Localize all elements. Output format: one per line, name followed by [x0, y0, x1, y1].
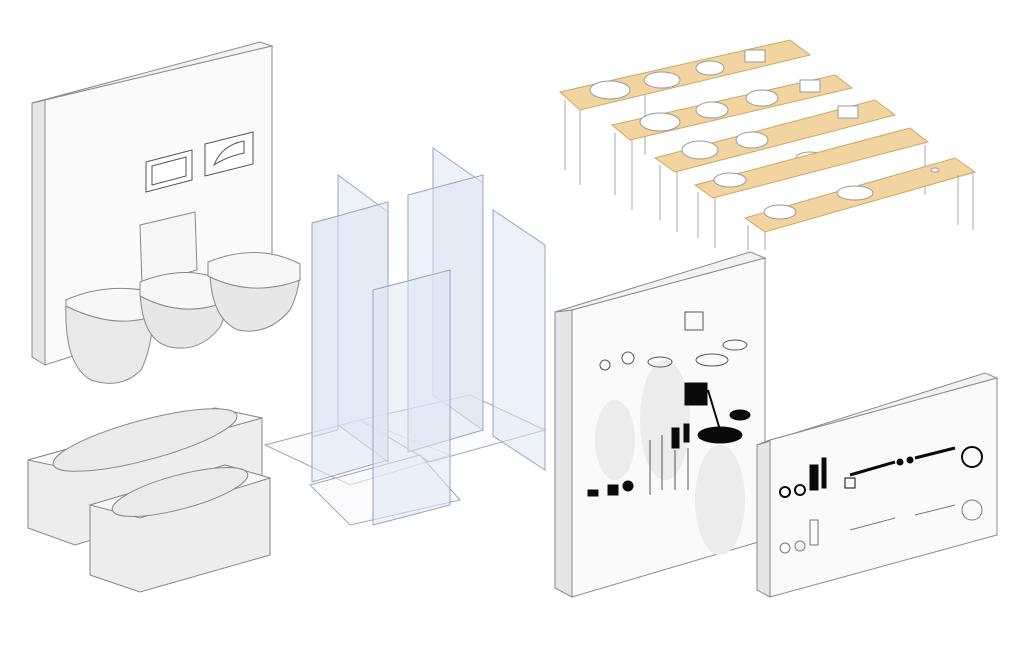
bathtub-back — [27, 407, 263, 546]
toilet-wall-hung-right — [207, 252, 301, 332]
toilet-close-coupled-center — [139, 211, 231, 349]
vanity-1 — [558, 39, 812, 185]
glass-panel — [372, 269, 451, 526]
flush-plate-left — [145, 149, 193, 193]
vanity-units — [558, 39, 977, 250]
vanity-5 — [743, 157, 977, 250]
glass-panel — [311, 201, 389, 483]
shower-enclosures — [263, 147, 547, 526]
vanity-2 — [610, 74, 854, 210]
bathtub-front — [88, 464, 272, 593]
glass-panel — [492, 209, 546, 471]
accessories-display-panel — [756, 372, 999, 598]
accessories-fixtures — [779, 446, 983, 554]
flush-plate-right — [204, 131, 254, 177]
tapware-display-panel — [554, 251, 767, 598]
tapware-fixtures — [587, 311, 751, 497]
vanity-4 — [693, 127, 930, 248]
toilet-wall-hung-left — [65, 287, 155, 384]
